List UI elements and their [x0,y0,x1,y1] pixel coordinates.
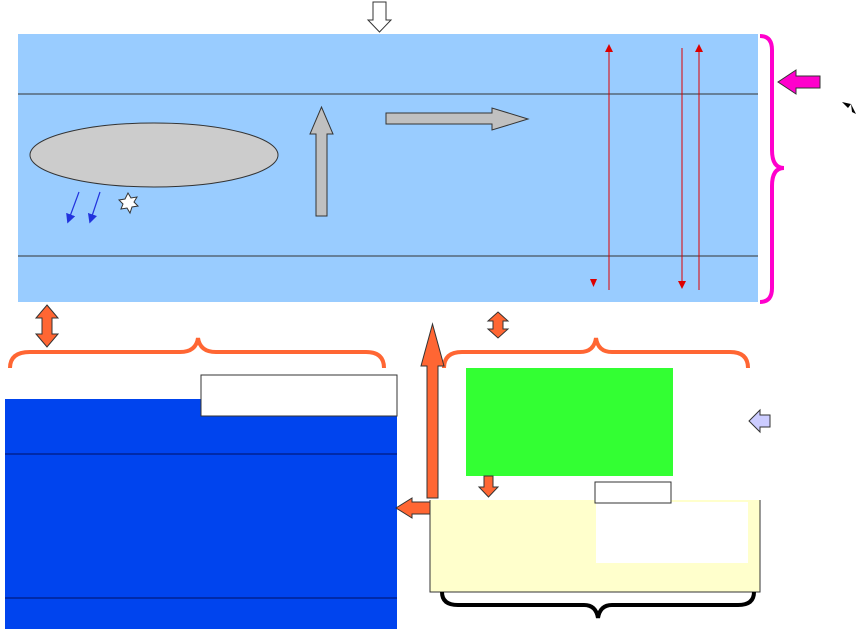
star-burst-icon [117,191,140,215]
horizontal-gray-arrow [385,107,530,131]
black-brace-bottom [440,591,756,619]
black-marker-icon [842,102,856,114]
orange-double-arrow-left [34,304,60,348]
orange-down-arrow [477,475,500,498]
label-box-blue [200,374,398,417]
cream-region-outline [429,500,761,593]
gray-ellipse [29,122,279,188]
orange-left-arrow [395,497,431,519]
orange-up-arrow [420,322,445,499]
green-box [466,368,673,476]
blue-arrow-1 [66,191,80,224]
blue-arrow-2 [87,191,101,224]
orange-double-arrow-mid [486,311,510,339]
magenta-brace [759,34,785,304]
cream-white-box [596,502,748,563]
top-down-arrow [366,1,393,33]
red-tri [590,279,597,287]
blue-panel [5,399,397,629]
orange-brace-right [442,337,750,369]
vertical-gray-arrow [309,105,334,217]
label-box-small [594,481,672,504]
lavender-left-arrow [748,408,771,434]
magenta-arrow [777,69,821,95]
orange-brace-left [8,337,386,369]
